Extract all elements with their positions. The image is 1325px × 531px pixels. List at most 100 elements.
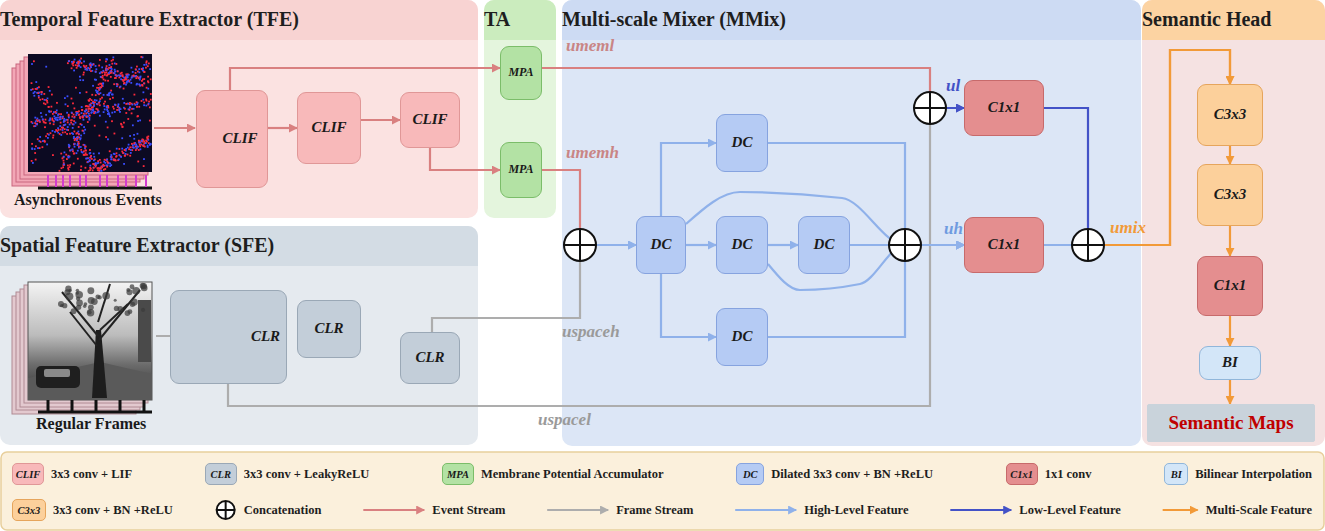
- event-dot: [97, 108, 99, 110]
- legend-line-sample: [547, 509, 608, 511]
- event-dot: [108, 94, 110, 96]
- event-dot: [60, 113, 62, 115]
- event-dot: [145, 67, 147, 69]
- event-dot: [112, 106, 114, 108]
- event-dot: [116, 148, 118, 150]
- block-label: CLIF: [311, 119, 346, 136]
- event-dot: [108, 72, 110, 74]
- event-dot: [42, 119, 44, 121]
- accumulator-block: MPA: [500, 46, 542, 100]
- event-dot: [124, 82, 126, 84]
- event-dot: [148, 101, 150, 103]
- event-dot: [66, 129, 68, 131]
- event-dot: [84, 66, 86, 68]
- event-dot: [76, 112, 78, 114]
- legend-item: Frame Stream: [547, 498, 693, 522]
- flow-arrow: [268, 128, 297, 129]
- event-dot: [118, 148, 120, 150]
- event-dot: [138, 71, 140, 73]
- event-dot: [83, 113, 85, 115]
- event-dot: [76, 67, 78, 69]
- foliage: [141, 308, 145, 312]
- event-tick: [62, 175, 64, 187]
- event-dot: [78, 114, 80, 116]
- event-dot: [90, 70, 92, 72]
- event-dot: [88, 117, 90, 119]
- event-dot: [76, 152, 78, 154]
- event-dot: [133, 75, 135, 77]
- event-dot: [57, 114, 59, 116]
- block-label: CLR: [314, 320, 343, 337]
- legend-item: MPAMembrane Potential Accumulator: [442, 462, 664, 486]
- event-dot: [79, 116, 81, 118]
- event-dot: [143, 145, 145, 147]
- event-dot: [94, 125, 96, 127]
- event-dot: [74, 146, 76, 148]
- event-dot: [136, 104, 138, 106]
- event-dot: [106, 107, 108, 109]
- event-dot: [146, 100, 148, 102]
- event-dot: [55, 111, 57, 113]
- event-dot: [75, 64, 77, 66]
- event-dot: [138, 140, 140, 142]
- event-dot: [105, 61, 107, 63]
- event-dot: [127, 147, 129, 149]
- connector-line: [1044, 108, 1088, 245]
- event-dot: [127, 80, 129, 82]
- event-dot: [64, 128, 66, 130]
- event-dot: [89, 149, 91, 151]
- swatch-label: MPA: [447, 469, 469, 480]
- event-dot: [80, 169, 82, 171]
- event-dot: [72, 102, 74, 104]
- event-dot: [104, 109, 106, 111]
- event-dot: [52, 137, 54, 139]
- event-dot: [40, 91, 42, 93]
- event-dot: [145, 140, 147, 142]
- event-dot: [88, 99, 90, 101]
- event-dot: [92, 109, 94, 111]
- event-dot: [142, 67, 144, 69]
- event-dot: [72, 149, 74, 151]
- event-dot: [121, 148, 123, 150]
- event-dot: [145, 105, 147, 107]
- event-dot: [120, 75, 122, 77]
- event-dot: [62, 116, 64, 118]
- concat-circle: [217, 501, 235, 519]
- lif-conv-block: CLIF: [196, 90, 268, 188]
- event-dot: [126, 82, 128, 84]
- event-dot: [90, 155, 92, 157]
- foliage: [114, 299, 117, 302]
- event-dot: [94, 79, 96, 81]
- event-dot: [38, 92, 40, 94]
- event-dot: [38, 97, 40, 99]
- event-dot: [112, 97, 114, 99]
- conv-block: C3x3: [1197, 164, 1263, 226]
- event-dot: [53, 123, 55, 125]
- event-dot: [123, 82, 125, 84]
- event-dot: [68, 155, 70, 157]
- event-dot: [106, 166, 108, 168]
- event-dot: [46, 100, 48, 102]
- legend-item: High-Level Feature: [735, 498, 908, 522]
- event-dot: [116, 75, 118, 77]
- event-dot: [83, 119, 85, 121]
- event-dot: [135, 77, 137, 79]
- event-dot: [73, 70, 75, 72]
- event-dot: [101, 72, 103, 74]
- event-dot: [136, 148, 138, 150]
- event-dot: [30, 89, 32, 91]
- event-dot: [59, 125, 61, 127]
- concat-plus: [929, 92, 931, 124]
- event-dot: [84, 111, 86, 113]
- event-dot: [123, 152, 125, 154]
- legend-swatch: CLIF: [12, 463, 44, 485]
- event-dot: [115, 77, 117, 79]
- block-label: DC: [814, 236, 835, 253]
- event-dot: [77, 136, 79, 138]
- legend-text: Low-Level Feature: [1019, 503, 1120, 518]
- event-dot: [94, 164, 96, 166]
- event-dot: [93, 160, 95, 162]
- event-dot: [62, 166, 64, 168]
- block-label: CLR: [176, 328, 280, 345]
- event-dot: [149, 106, 151, 108]
